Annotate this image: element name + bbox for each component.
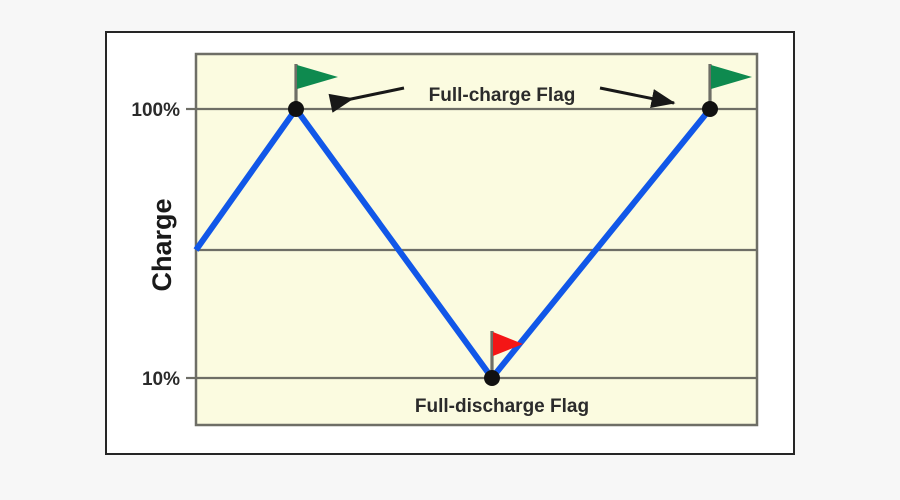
flag-icon xyxy=(493,332,523,356)
data-point-full-charge-right xyxy=(702,101,718,117)
full-discharge-flag-label: Full-discharge Flag xyxy=(415,396,589,417)
data-point-markers xyxy=(288,101,718,386)
y-axis-title: Charge xyxy=(147,198,177,291)
charge-series xyxy=(193,103,713,383)
flag-icon xyxy=(711,65,752,89)
full-charge-flag-label: Full-charge Flag xyxy=(429,85,576,106)
y-tick-label-100: 100% xyxy=(131,100,180,121)
data-point-full-charge-left xyxy=(288,101,304,117)
annotation-arrows xyxy=(328,86,676,113)
flag-icon xyxy=(297,65,338,89)
y-tick-label-10: 10% xyxy=(142,369,180,390)
arrow-to-left-flag xyxy=(328,86,405,113)
arrow-to-right-flag xyxy=(599,86,676,108)
plot-area xyxy=(194,52,759,427)
y-axis-ticks xyxy=(186,107,196,380)
charge-level-line xyxy=(193,103,713,383)
data-point-full-discharge xyxy=(484,370,500,386)
